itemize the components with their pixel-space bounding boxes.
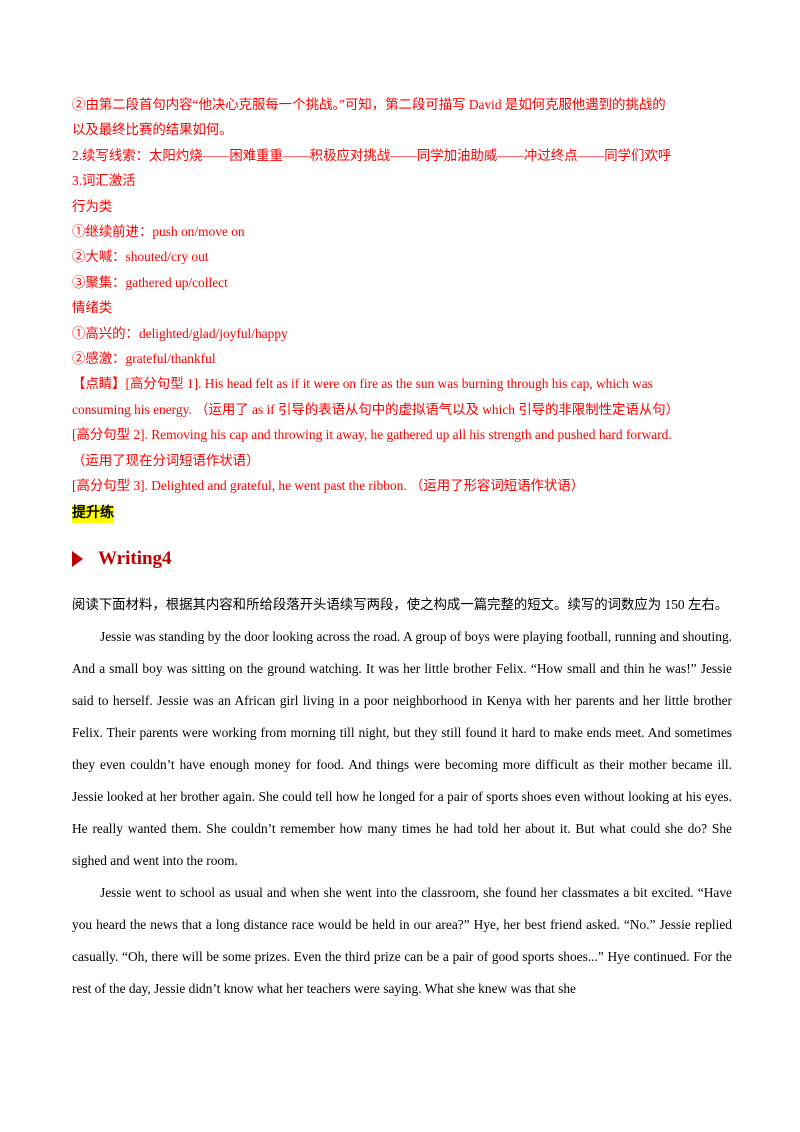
story-paragraph: Jessie was standing by the door looking … xyxy=(72,628,732,868)
triangle-arrow-icon xyxy=(72,550,83,567)
analysis-line: ②大喊：shouted/cry out xyxy=(72,249,209,265)
section-label: 提升练 xyxy=(72,504,114,523)
analysis-line: 行为类 xyxy=(72,198,113,214)
analysis-line: [高分句型 2]. Removing his cap and throwing … xyxy=(72,427,672,443)
writing-title: Writing4 xyxy=(98,547,172,569)
analysis-line: （运用了现在分词短语作状语） xyxy=(72,452,260,468)
analysis-line: [高分句型 3]. Delighted and grateful, he wen… xyxy=(72,478,585,494)
analysis-line: ②由第二段首句内容“他决心克服每一个挑战。”可知，第二段可描写 David 是如… xyxy=(72,97,666,112)
analysis-block: ②由第二段首句内容“他决心克服每一个挑战。”可知，第二段可描写 David 是如… xyxy=(72,92,732,499)
analysis-line: 【点睛】[高分句型 1]. His head felt as if it wer… xyxy=(72,376,653,392)
analysis-line: ①高兴的：delighted/glad/joyful/happy xyxy=(72,325,288,341)
writing-instruction: 阅读下面材料，根据其内容和所给段落开头语续写两段，使之构成一篇完整的短文。续写的… xyxy=(72,596,729,612)
story-paragraph: Jessie went to school as usual and when … xyxy=(72,884,732,996)
section-label-wrap: 提升练 xyxy=(72,499,732,523)
writing-heading: Writing4 xyxy=(72,541,732,577)
page-content: ②由第二段首句内容“他决心克服每一个挑战。”可知，第二段可描写 David 是如… xyxy=(72,92,732,1005)
analysis-line: ①继续前进：push on/move on xyxy=(72,224,245,240)
analysis-line: ③聚集：gathered up/collect xyxy=(72,274,228,290)
analysis-line: ②感激：grateful/thankful xyxy=(72,351,216,367)
analysis-line: 以及最终比赛的结果如何。 xyxy=(72,122,233,138)
analysis-line: consuming his energy. （运用了 as if 引导的表语从句… xyxy=(72,401,680,417)
analysis-line: 情绪类 xyxy=(72,300,113,316)
analysis-line: 3.词汇激活 xyxy=(72,173,136,189)
analysis-line: 2.续写线索：太阳灼烧——困难重重——积极应对挑战——同学加油助威——冲过终点—… xyxy=(72,147,672,163)
